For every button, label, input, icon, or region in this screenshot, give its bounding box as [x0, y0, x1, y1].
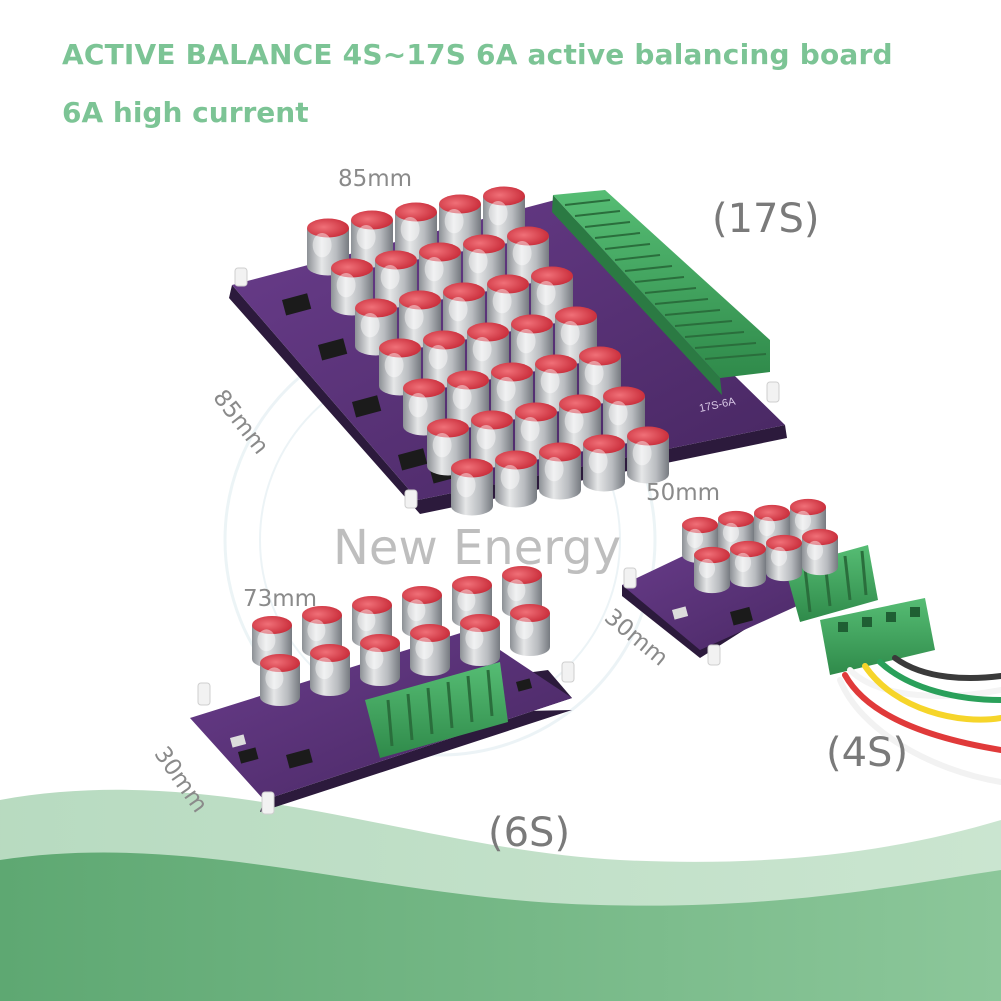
- capacitor: [627, 426, 669, 484]
- headline: ACTIVE BALANCE 4S~17S 6A active balancin…: [62, 38, 893, 71]
- capacitor: [539, 442, 581, 500]
- capacitor: [451, 458, 493, 516]
- board-4s: [622, 498, 1001, 785]
- capacitor: [302, 606, 342, 658]
- capacitor: [471, 410, 513, 468]
- board-17s: 17S-6A: [229, 186, 787, 516]
- board-6s: [190, 566, 575, 815]
- capacitor-array-6s: [252, 566, 550, 706]
- watermark-text: New Energy: [333, 520, 621, 576]
- capacitor: [260, 654, 300, 706]
- capacitor: [583, 434, 625, 492]
- capacitor: [555, 306, 597, 364]
- capacitor: [410, 624, 450, 676]
- wire-bundle: [837, 655, 1001, 785]
- dimension-17s-width: 85mm: [338, 166, 413, 192]
- capacitor: [766, 534, 802, 582]
- tag-4s: (4S): [826, 730, 909, 776]
- capacitor: [802, 528, 838, 576]
- capacitor: [694, 546, 730, 594]
- capacitor: [510, 604, 550, 656]
- capacitor: [360, 634, 400, 686]
- bottom-wave-dark: [0, 852, 1001, 1001]
- capacitor: [399, 290, 441, 348]
- capacitor-array-4s: [682, 498, 838, 594]
- plug-4s: [820, 598, 935, 675]
- terminal-block-6s: [365, 662, 508, 758]
- capacitor: [331, 258, 373, 316]
- tag-6s: (6S): [488, 810, 571, 856]
- capacitor: [351, 210, 393, 268]
- capacitor-array-17s: [307, 186, 669, 516]
- capacitor: [730, 540, 766, 588]
- subheadline: 6A high current: [62, 96, 309, 129]
- capacitor: [495, 450, 537, 508]
- capacitor: [310, 644, 350, 696]
- capacitor: [579, 346, 621, 404]
- dimension-6s-width: 73mm: [243, 586, 318, 612]
- tag-17s: (17S): [712, 196, 820, 242]
- dimension-4s-width: 50mm: [646, 480, 721, 506]
- capacitor: [460, 614, 500, 666]
